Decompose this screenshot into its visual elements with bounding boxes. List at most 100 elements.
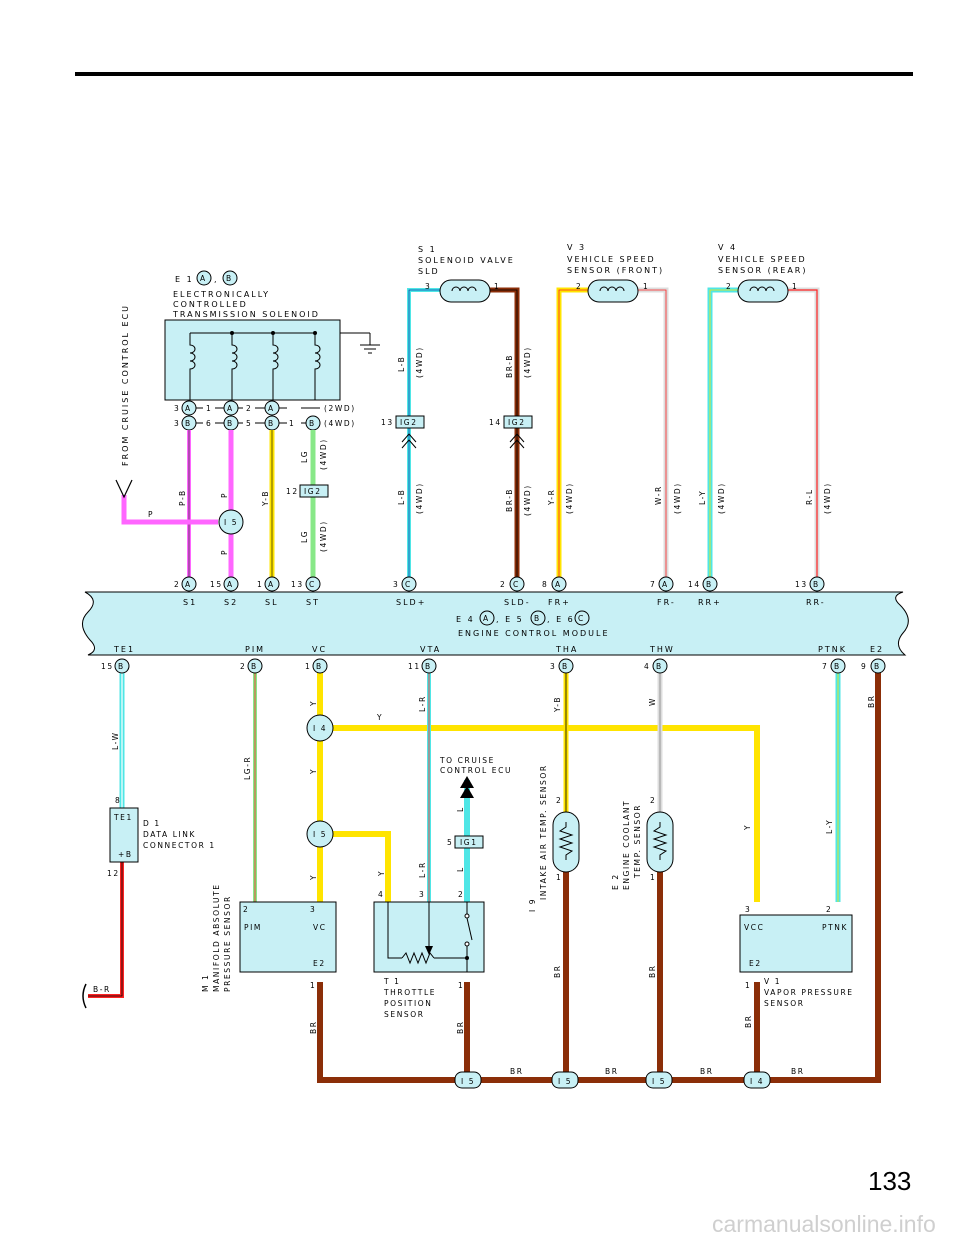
pin-label: 2	[726, 282, 732, 291]
i9-name-1: INTAKE AIR TEMP. SENSOR	[539, 764, 548, 900]
svg-text:R-L: R-L	[805, 488, 814, 505]
pin-label: 13	[795, 580, 808, 589]
ig2-junction-lg	[299, 484, 329, 498]
ig2-junction-right	[503, 415, 533, 449]
d1-code: D 1	[143, 819, 161, 828]
svg-text:L-R: L-R	[418, 695, 427, 712]
pin-label: 1	[206, 404, 212, 413]
pin-label: 1	[650, 873, 656, 882]
v1-code: V 1	[764, 977, 781, 986]
ecm-top-connectors	[181, 576, 825, 592]
from-cruise-label: FROM CRUISE CONTROL ECU	[121, 304, 130, 466]
svg-text:THA: THA	[555, 645, 578, 654]
svg-text:FR-: FR-	[657, 598, 676, 607]
pin-label: 3	[425, 282, 431, 291]
svg-text:B: B	[874, 662, 881, 671]
pin-label: 2	[174, 580, 180, 589]
ig1-label: IG1	[460, 838, 478, 847]
sld-name-2: SLD	[418, 267, 440, 276]
svg-text:A: A	[555, 580, 562, 589]
ecm-label: ENGINE CONTROL MODULE	[458, 629, 610, 638]
t1-name-1: THROTTLE	[383, 988, 436, 997]
svg-text:Y: Y	[377, 870, 386, 877]
svg-text:C: C	[309, 580, 316, 589]
svg-text:B: B	[118, 662, 125, 671]
svg-text:BR: BR	[867, 694, 876, 708]
v3-name-1: VEHICLE SPEED	[567, 255, 656, 264]
e2-name-2: TEMP. SENSOR	[633, 804, 642, 879]
pin-label: 12	[107, 869, 120, 878]
m1-name-1: MANIFOLD ABSOLUTE	[212, 883, 221, 992]
svg-text:(4WD): (4WD)	[415, 346, 424, 378]
bottom-wire-labels: L-W LG-R Y Y Y Y Y L-R L-R L L Y-B W Y L…	[111, 694, 876, 1076]
solenoid-code: E 1	[175, 275, 194, 284]
pin-label: 3	[174, 419, 180, 428]
pin-label: 3	[174, 404, 180, 413]
svg-text:L-W: L-W	[111, 731, 120, 750]
t1-code: T 1	[383, 977, 401, 986]
svg-text:A: A	[268, 580, 275, 589]
pin-label: 3	[393, 580, 399, 589]
svg-text:VC: VC	[313, 923, 327, 932]
svg-text:Y: Y	[376, 713, 383, 722]
svg-text:(4WD): (4WD)	[415, 482, 424, 514]
pin-label: 3	[745, 905, 751, 914]
pin-label: 1	[643, 282, 649, 291]
ecm-code: E 4	[456, 615, 475, 624]
pin-label: 2	[240, 662, 246, 671]
svg-text:BR: BR	[791, 1067, 805, 1076]
d1-name-2: CONNECTOR 1	[143, 841, 216, 850]
i5-label: I 5	[224, 518, 238, 527]
svg-text:C: C	[405, 580, 412, 589]
svg-text:BR: BR	[510, 1067, 524, 1076]
svg-text:A: A	[662, 580, 669, 589]
svg-text:BR: BR	[648, 964, 657, 978]
to-cruise-label-1: TO CRUISE	[439, 756, 495, 765]
svg-text:B: B	[425, 662, 432, 671]
pin-label: 2	[576, 282, 582, 291]
svg-text:RR-: RR-	[806, 598, 826, 607]
pin-label: 3	[550, 662, 556, 671]
svg-text:SL: SL	[265, 598, 279, 607]
d1-name-1: DATA LINK	[143, 830, 196, 839]
svg-text:BR: BR	[553, 964, 562, 978]
svg-text:BR: BR	[309, 1020, 318, 1034]
svg-text:,: ,	[214, 275, 219, 284]
svg-text:SLD-: SLD-	[504, 598, 531, 607]
svg-text:P: P	[220, 549, 229, 555]
svg-text:BR: BR	[744, 1014, 753, 1028]
solenoid-connector-rows	[196, 403, 320, 428]
svg-text:A: A	[483, 614, 490, 623]
pin-label: 2	[243, 905, 249, 914]
svg-text:P: P	[220, 492, 229, 498]
pin-label: 14	[688, 580, 701, 589]
solenoid-name-1: ELECTRONICALLY	[173, 290, 270, 299]
vapor-pressure-sensor	[739, 914, 853, 973]
svg-text:BR: BR	[605, 1067, 619, 1076]
svg-text:PIM: PIM	[245, 645, 265, 654]
svg-text:ST: ST	[306, 598, 320, 607]
svg-text:Y-R: Y-R	[547, 489, 556, 506]
pin-label: 9	[861, 662, 867, 671]
svg-text:SLD+: SLD+	[396, 598, 426, 607]
i4-junction	[306, 714, 334, 742]
svg-text:Y-B: Y-B	[553, 696, 562, 713]
ground-junctions	[454, 1071, 771, 1089]
svg-text:I 5: I 5	[652, 1077, 666, 1086]
svg-text:Y-B: Y-B	[261, 490, 270, 507]
row-2wd: (2WD)	[324, 404, 356, 413]
v3-name-2: SENSOR (FRONT)	[567, 266, 664, 275]
svg-text:BR: BR	[700, 1067, 714, 1076]
ig2-junction-left	[395, 415, 425, 449]
ecm-bottom-terminal-names: TE1 PIM VC VTA THA THW PTNK E2	[113, 645, 882, 654]
ecm-top-terminal-names: S1 S2 SL ST SLD+ SLD- FR+ FR- RR+ RR-	[183, 598, 826, 607]
svg-text:(4WD): (4WD)	[523, 346, 532, 378]
svg-text:B-R: B-R	[93, 985, 111, 994]
pin-label: 8	[542, 580, 548, 589]
pin-label: 1	[310, 981, 316, 990]
t1-name-2: POSITION	[384, 999, 433, 1008]
ig2-label: IG2	[508, 418, 526, 427]
conn-a: A	[185, 404, 192, 413]
svg-text:B: B	[562, 662, 569, 671]
v4-name-2: SENSOR (REAR)	[718, 266, 807, 275]
